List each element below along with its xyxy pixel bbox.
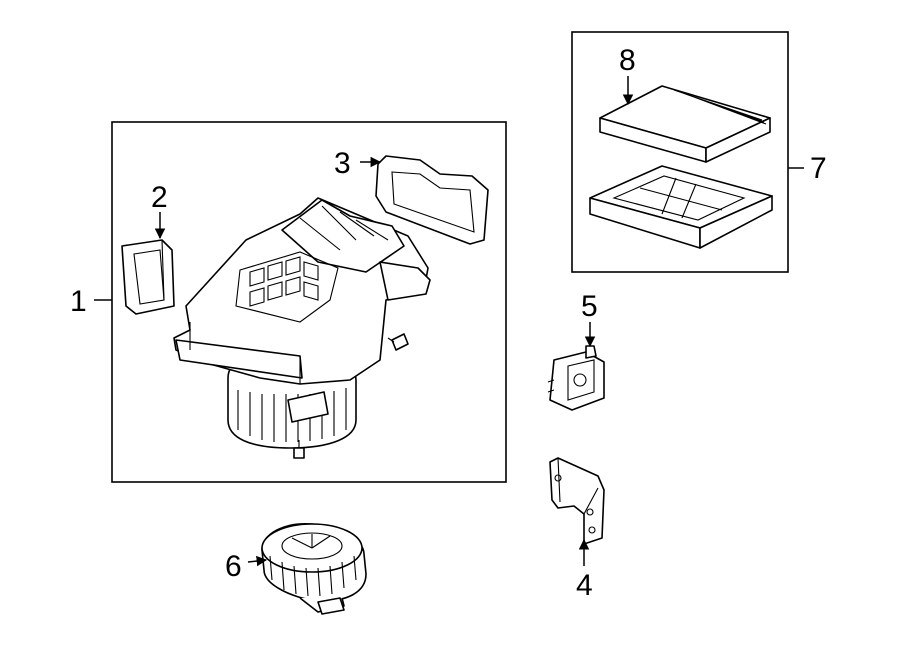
actuator-part-5[interactable] — [547, 345, 605, 411]
filter-group-frame — [571, 31, 789, 273]
callout-3: 3 — [334, 147, 351, 180]
callout-7: 7 — [810, 152, 827, 185]
callout-4: 4 — [576, 569, 593, 602]
filter-element-part-8[interactable] — [599, 85, 771, 163]
blower-motor-part-6[interactable] — [261, 523, 367, 615]
callout-2: 2 — [151, 181, 168, 214]
callout-1: 1 — [70, 285, 87, 318]
callout-5: 5 — [581, 290, 598, 323]
filter-housing-part-7[interactable] — [589, 165, 773, 249]
bracket-part-4[interactable] — [549, 457, 605, 545]
gasket-part-3[interactable] — [375, 155, 489, 245]
seal-part-2[interactable] — [121, 239, 175, 315]
callout-8: 8 — [619, 44, 636, 77]
blower-housing-part-1[interactable] — [173, 197, 431, 459]
leader-6 — [247, 555, 268, 567]
assembly-group-frame — [111, 121, 507, 483]
callout-6: 6 — [225, 550, 242, 583]
